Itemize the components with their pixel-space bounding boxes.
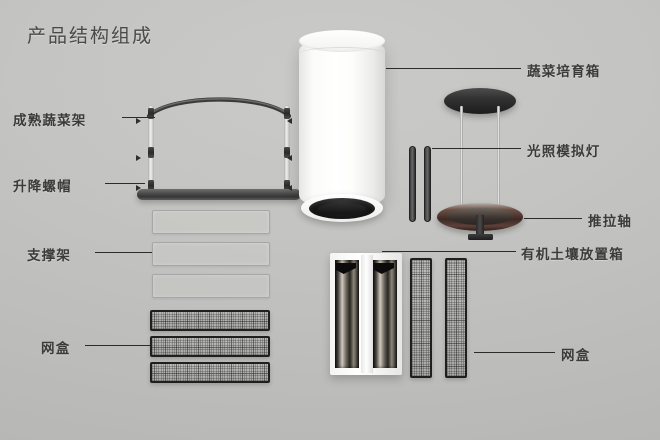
mesh-tray: [150, 336, 270, 357]
organic-soil-box-graphic: [330, 253, 402, 375]
mature-vegetable-rack-graphic: [137, 92, 301, 204]
mesh-tray: [150, 310, 270, 331]
push-pull-shaft-graphic: [437, 203, 523, 245]
leader-line-mesh-box-left: [85, 345, 150, 346]
lifting-nut: [284, 108, 290, 119]
thin-rod: [424, 146, 431, 222]
shaft-foot: [468, 234, 493, 240]
lamp-disc: [444, 88, 516, 114]
thin-rod: [409, 146, 416, 222]
mesh-tray: [150, 362, 270, 383]
page-title: 产品结构组成: [27, 26, 154, 47]
mesh-panel: [410, 258, 432, 378]
rack-marker-arrow-icon: [136, 118, 141, 124]
leader-line-vegetable-cultivation-box: [386, 68, 521, 69]
label-mesh-box-right: 网盒: [561, 348, 591, 363]
leader-line-organic-soil-box: [382, 251, 516, 252]
lifting-nut: [148, 180, 154, 191]
soil-box-notch-left: [336, 263, 356, 274]
label-push-pull-shaft: 推拉轴: [588, 214, 633, 229]
lifting-nut: [148, 147, 154, 158]
label-support-frame: 支撑架: [27, 248, 72, 263]
rack-marker-arrow-icon: [287, 155, 292, 161]
support-frame: [152, 274, 270, 298]
soil-box-slot-right: [373, 260, 397, 368]
soil-box-slot-left: [335, 260, 359, 368]
cylinder-top-cap: [299, 30, 385, 52]
vegetable-cultivation-box-graphic: [299, 30, 385, 222]
shaft-stem: [476, 215, 484, 237]
cylinder-body: [299, 37, 385, 209]
soil-box-spine: [361, 255, 373, 373]
rack-marker-arrow-icon: [136, 155, 141, 161]
rack-marker-arrow-icon: [287, 185, 292, 191]
leader-line-lifting-nut: [105, 183, 145, 184]
mesh-panel: [445, 258, 467, 378]
leader-line-mature-vegetable-rack: [122, 117, 155, 118]
support-frame: [152, 242, 270, 266]
lamp-rod-left: [460, 106, 463, 208]
soil-box-notch-right: [374, 263, 394, 274]
lifting-nut: [284, 147, 290, 158]
leader-line-light-simulation-lamp: [432, 148, 521, 149]
rack-marker-arrow-icon: [287, 118, 292, 124]
label-vegetable-cultivation-box: 蔬菜培育箱: [527, 64, 601, 79]
lamp-rod-right: [497, 106, 500, 208]
cylinder-opening-inner: [318, 203, 366, 214]
leader-line-support-frame: [95, 252, 152, 253]
label-mature-vegetable-rack: 成熟蔬菜架: [13, 113, 87, 128]
rack-base-bar: [137, 189, 301, 200]
cylinder-seam-line: [300, 47, 384, 60]
lifting-nut: [284, 180, 290, 191]
label-mesh-box-left: 网盒: [41, 341, 71, 356]
leader-line-push-pull-shaft: [524, 218, 582, 219]
leader-line-mesh-box-right: [474, 352, 555, 353]
label-organic-soil-box: 有机土壤放置箱: [521, 247, 624, 262]
lifting-nut: [148, 108, 154, 119]
rack-marker-arrow-icon: [136, 185, 141, 191]
label-light-simulation-lamp: 光照模拟灯: [527, 144, 601, 159]
rack-arch-bar: [146, 92, 292, 118]
support-frame: [152, 210, 270, 234]
label-lifting-nut: 升降螺帽: [13, 179, 72, 194]
light-simulation-lamp-graphic: [444, 88, 516, 218]
